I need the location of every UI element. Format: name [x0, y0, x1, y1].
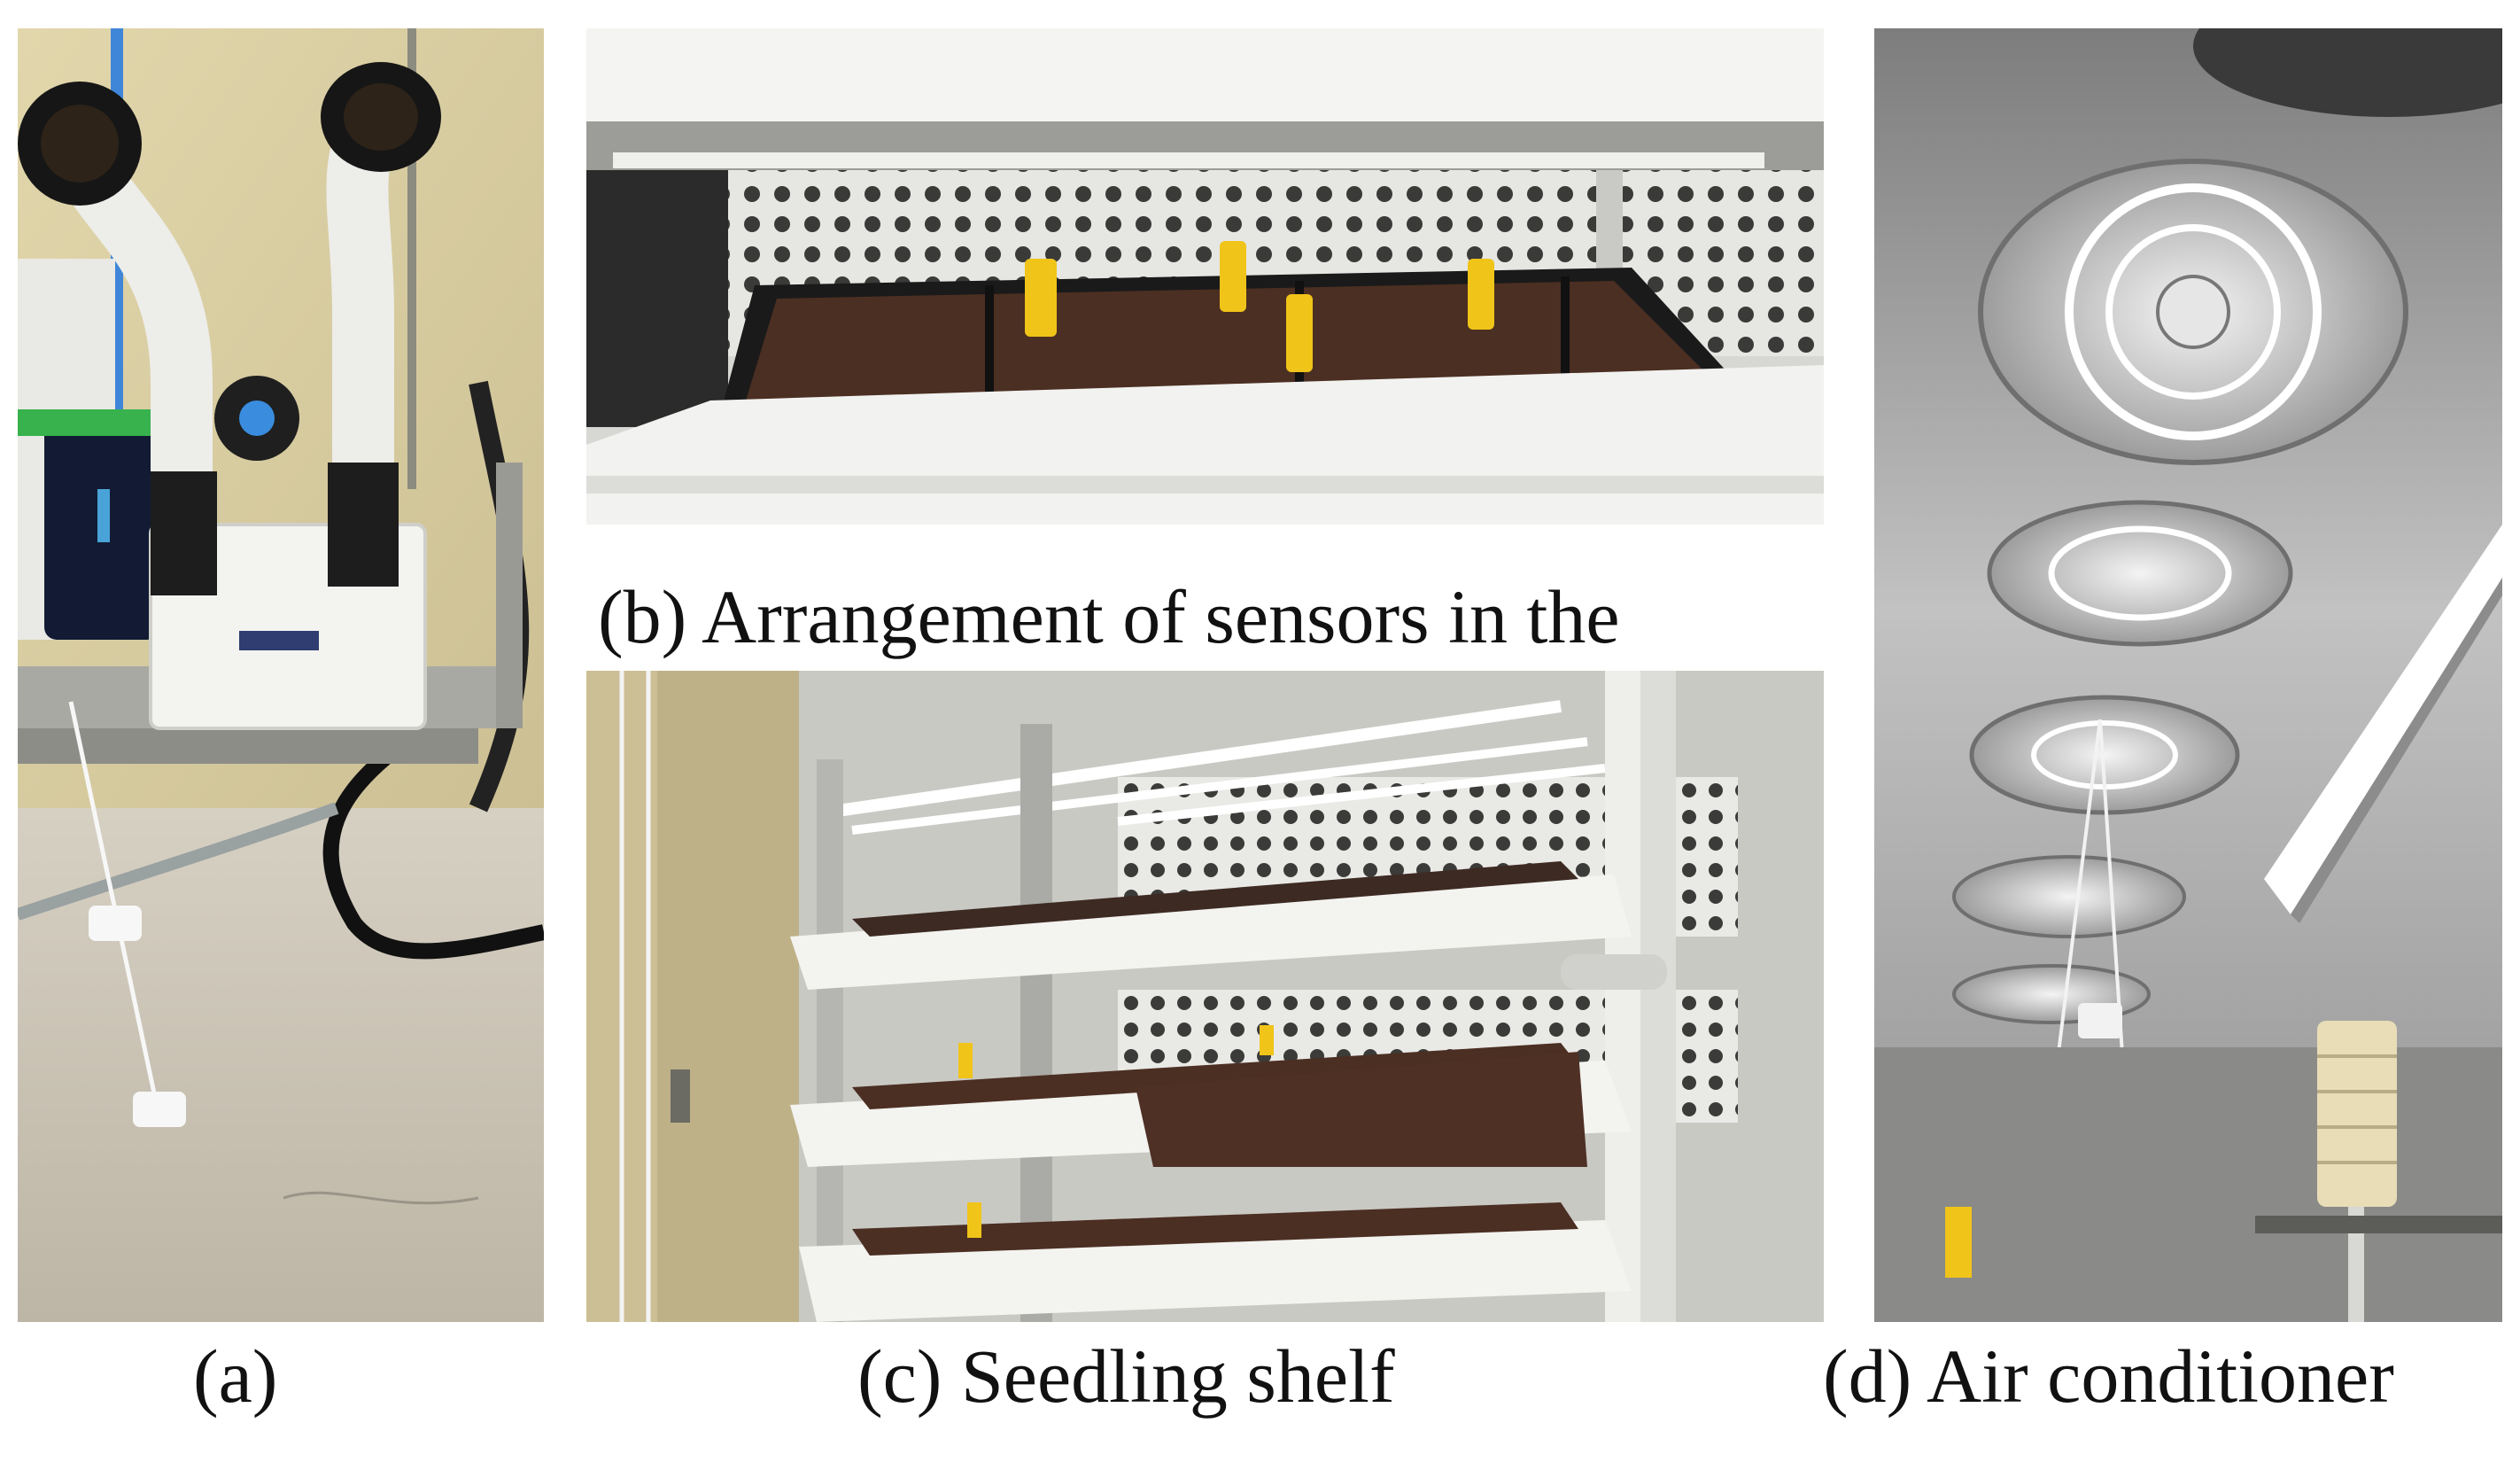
humidifier-photo: [18, 28, 544, 1322]
air-conditioner-photo: [1874, 28, 2502, 1322]
caption-b: (b) Arrangement of sensors in the: [598, 574, 1620, 659]
photo-panel-d: [1874, 28, 2502, 1322]
photo-panel-a: [18, 28, 544, 1322]
photo-panel-c: [586, 671, 1824, 1322]
caption-d: (d) Air conditioner: [1823, 1334, 2394, 1419]
seedling-shelf-photo: [586, 671, 1824, 1322]
caption-c: (c) Seedling shelf: [857, 1334, 1395, 1419]
sensor-arrangement-photo: [586, 28, 1824, 525]
caption-a: (a): [193, 1334, 278, 1419]
photo-panel-b: [586, 28, 1824, 525]
